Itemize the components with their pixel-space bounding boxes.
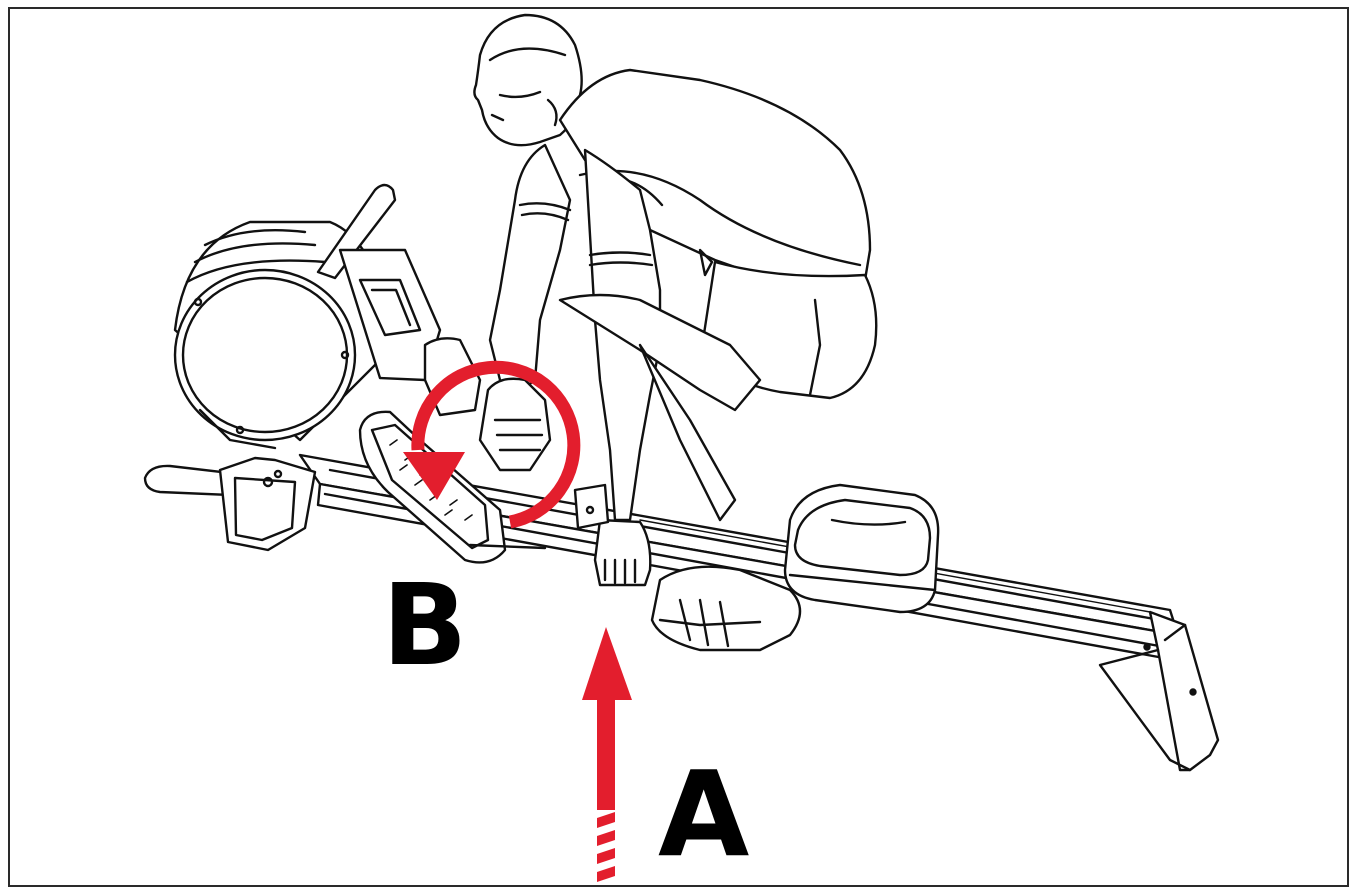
up-arrow: [582, 627, 632, 882]
person: [473, 13, 878, 652]
flywheel-housing: [173, 220, 382, 450]
front-stabilizer: [143, 456, 317, 552]
label-b: B: [382, 561, 467, 691]
seat: [783, 483, 940, 614]
label-a: A: [658, 745, 749, 883]
rear-leg: [1098, 610, 1220, 772]
rotation-arrow: [403, 360, 581, 529]
monitor-arm: [316, 183, 442, 382]
